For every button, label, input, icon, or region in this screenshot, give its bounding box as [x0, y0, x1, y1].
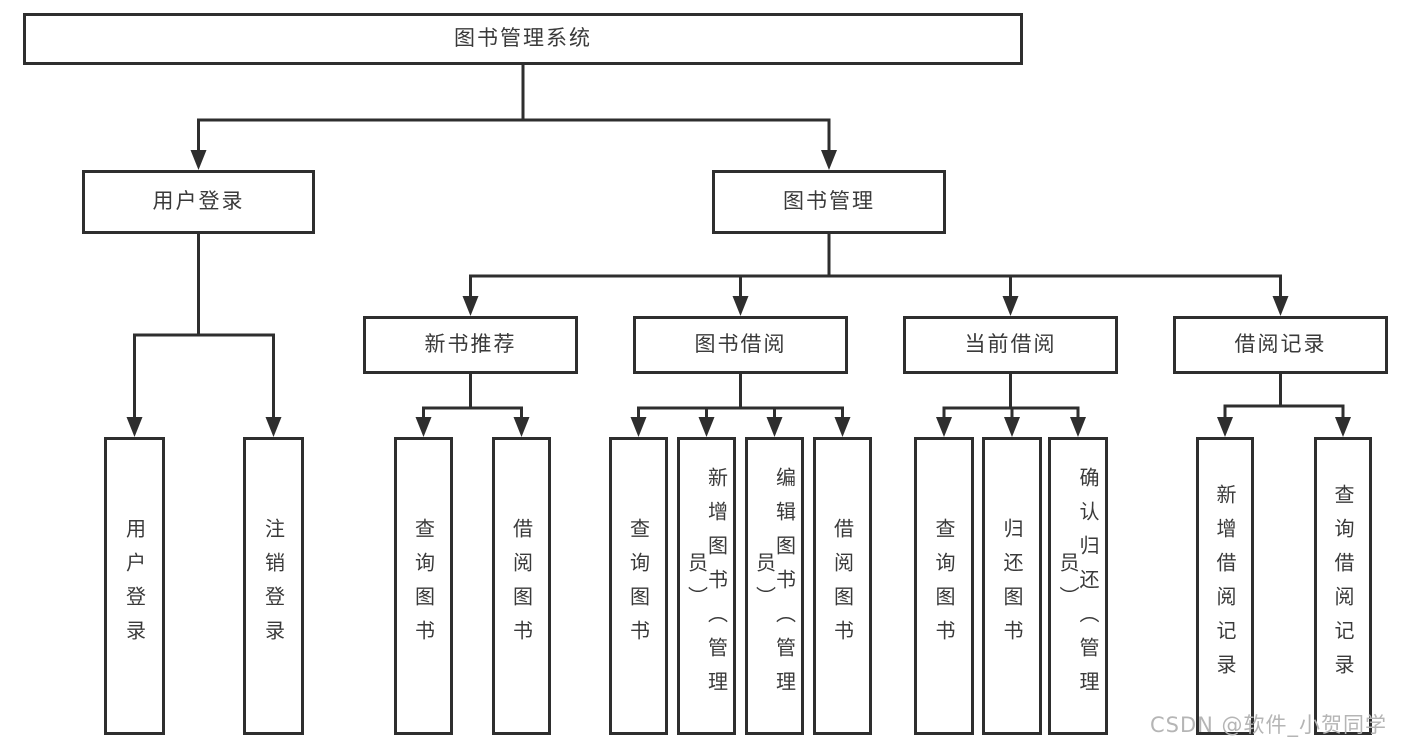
diagram-node-leaf-add-books-admin: 新增图书（管理员）	[677, 437, 736, 735]
diagram-node-leaf-edit-books-admin: 编辑图书（管理员）	[745, 437, 804, 735]
arrowhead-icon	[126, 417, 143, 437]
arrowhead-icon	[513, 417, 530, 437]
diagram-node-leaf-user-login: 用户登录	[104, 437, 165, 735]
arrowhead-icon	[1217, 417, 1233, 437]
arrowhead-icon	[732, 296, 749, 316]
diagram-node-borrowing-records: 借阅记录	[1173, 316, 1388, 374]
arrowhead-icon	[698, 417, 715, 437]
watermark: CSDN @软件_小贺同学	[1150, 713, 1388, 737]
arrowhead-icon	[630, 417, 647, 437]
diagram-node-leaf-borrow-books-1: 借阅图书	[492, 437, 551, 735]
diagram-node-leaf-query-borrow-record: 查询借阅记录	[1314, 437, 1372, 735]
arrowhead-icon	[1002, 296, 1019, 316]
diagram-node-leaf-logout: 注销登录	[243, 437, 304, 735]
diagram-node-leaf-query-books-1: 查询图书	[394, 437, 453, 735]
diagram-node-book-borrowing: 图书借阅	[633, 316, 848, 374]
arrowhead-icon	[1070, 417, 1086, 437]
arrowhead-icon	[190, 150, 207, 170]
arrowhead-icon	[821, 150, 837, 170]
arrowhead-icon	[1272, 296, 1289, 316]
diagram-node-leaf-borrow-books-2: 借阅图书	[813, 437, 872, 735]
arrowhead-icon	[834, 417, 851, 437]
diagram-node-current-borrowing: 当前借阅	[903, 316, 1118, 374]
arrowhead-icon	[766, 417, 783, 437]
diagram-node-leaf-query-books-3: 查询图书	[914, 437, 974, 735]
diagram-node-new-book-recommend: 新书推荐	[363, 316, 578, 374]
arrowhead-icon	[462, 296, 479, 316]
diagram-node-leaf-add-borrow-record: 新增借阅记录	[1196, 437, 1254, 735]
diagram-node-system-root: 图书管理系统	[23, 13, 1023, 65]
arrowhead-icon	[1335, 417, 1351, 437]
arrowhead-icon	[936, 417, 952, 437]
diagram-node-leaf-confirm-return-admin: 确认归还（管理员）	[1048, 437, 1108, 735]
diagram-node-leaf-return-books: 归还图书	[982, 437, 1042, 735]
arrowhead-icon	[1004, 417, 1020, 437]
diagram-node-user-login-module: 用户登录	[82, 170, 315, 234]
diagram-node-leaf-query-books-2: 查询图书	[609, 437, 668, 735]
arrowhead-icon	[265, 417, 282, 437]
diagram-node-book-management-module: 图书管理	[712, 170, 946, 234]
arrowhead-icon	[415, 417, 432, 437]
